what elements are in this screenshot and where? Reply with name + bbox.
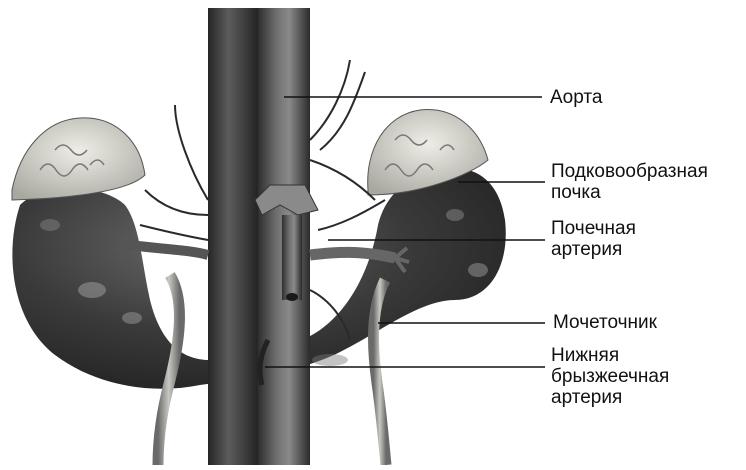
label-aorta: Аорта <box>550 87 602 108</box>
label-aorta-text: Аорта <box>550 87 602 108</box>
vena-cava <box>208 8 260 465</box>
adrenal-gland-left <box>12 118 145 200</box>
label-kidney-line2: почка <box>551 182 708 203</box>
label-inferior-mesenteric-artery: Нижняя брызжеечная артерия <box>551 345 669 408</box>
label-renal-artery: Почечная артерия <box>551 218 636 260</box>
label-artery-line1: Почечная <box>551 218 636 239</box>
label-horseshoe-kidney: Подковообразная почка <box>551 161 708 203</box>
label-kidney-line1: Подковообразная <box>551 161 708 182</box>
label-mesenteric-line1: Нижняя <box>551 345 669 366</box>
label-artery-line2: артерия <box>551 239 636 260</box>
label-ureter-text: Мочеточник <box>553 312 657 333</box>
label-mesenteric-line2: брызжеечная <box>551 366 669 387</box>
label-mesenteric-line3: артерия <box>551 387 669 408</box>
label-ureter: Мочеточник <box>553 312 657 333</box>
